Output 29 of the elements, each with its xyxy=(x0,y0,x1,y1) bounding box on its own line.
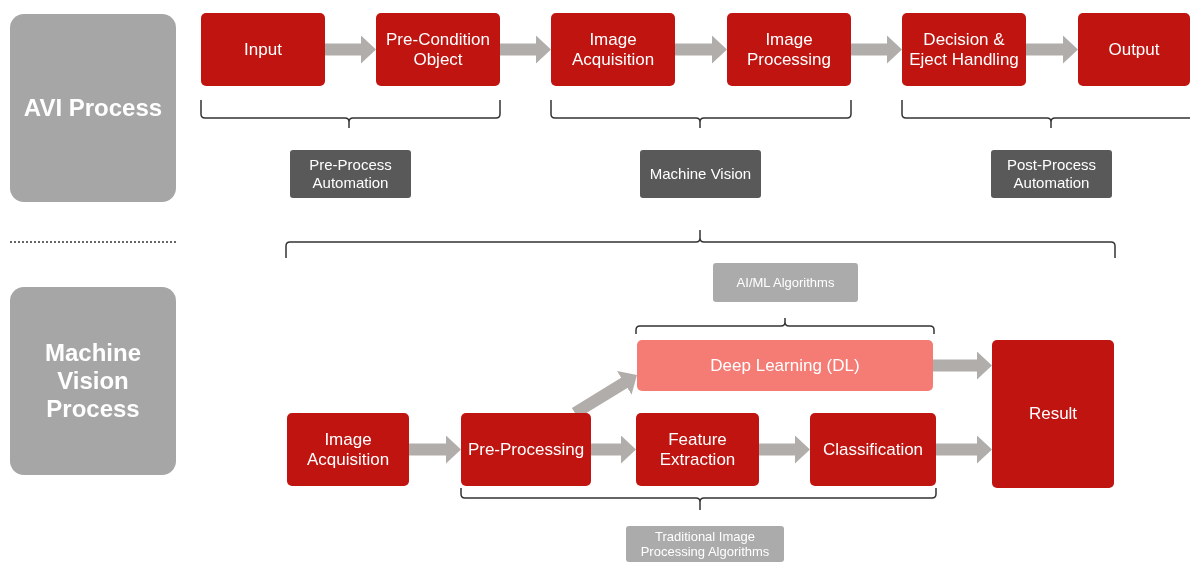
block-arrow xyxy=(759,435,810,464)
block-arrow xyxy=(936,435,992,464)
block-arrow xyxy=(675,35,727,64)
block-arrow xyxy=(500,35,551,64)
note-tag: Traditional Image Processing Algorithms xyxy=(626,526,784,562)
block-arrow xyxy=(591,435,636,464)
process-box: Pre-Condition Object xyxy=(376,13,500,86)
section-label-panel: AVI Process xyxy=(10,14,176,202)
process-box: Result xyxy=(992,340,1114,488)
process-box: Input xyxy=(201,13,325,86)
process-box: Decision & Eject Handling xyxy=(902,13,1026,86)
process-box: Image Acquisition xyxy=(287,413,409,486)
block-arrow xyxy=(1026,35,1078,64)
section-label-panel: Machine Vision Process xyxy=(10,287,176,475)
block-arrow xyxy=(933,351,992,380)
category-tag: Post-Process Automation xyxy=(991,150,1112,198)
note-tag: AI/ML Algorithms xyxy=(713,263,858,302)
process-box: Output xyxy=(1078,13,1190,86)
block-arrow xyxy=(325,35,376,64)
process-box: Pre-Processing xyxy=(461,413,591,486)
category-tag: Pre-Process Automation xyxy=(290,150,411,198)
category-tag: Machine Vision xyxy=(640,150,761,198)
block-arrow xyxy=(409,435,461,464)
process-box: Image Processing xyxy=(727,13,851,86)
process-box: Deep Learning (DL) xyxy=(637,340,933,391)
block-arrow xyxy=(851,35,902,64)
process-box: Classification xyxy=(810,413,936,486)
process-box: Feature Extraction xyxy=(636,413,759,486)
process-box: Image Acquisition xyxy=(551,13,675,86)
